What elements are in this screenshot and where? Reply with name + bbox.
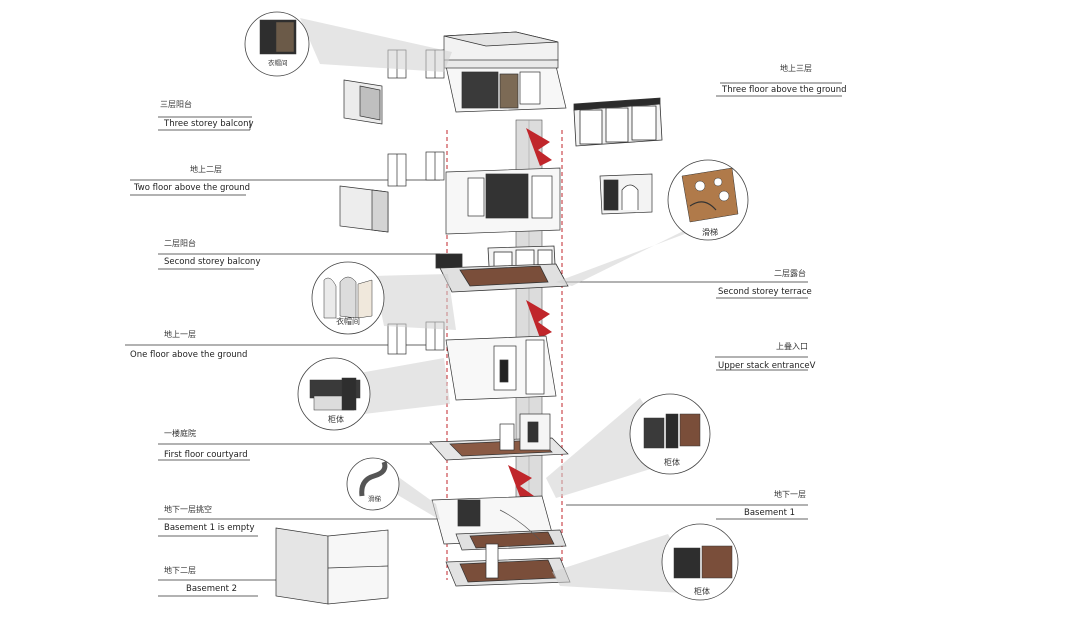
roof [443, 31, 559, 65]
label-basement1-cn: 地下一层 [774, 490, 806, 499]
label-third-floor-en: Three floor above the ground [722, 85, 847, 95]
label-courtyard-cn: 一楼庭院 [164, 429, 196, 438]
label-basement1-empty-cn: 地下一层挑空 [164, 505, 212, 514]
third-floor [343, 49, 567, 125]
label-third-floor-cn: 地上三层 [780, 64, 812, 73]
label-courtyard-en: First floor courtyard [164, 450, 248, 460]
leader-lines [125, 82, 842, 597]
label-terrace-en: Second storey terrace [718, 287, 812, 297]
label-entrance-en: Upper stack entranceV [718, 361, 816, 371]
label-first-floor-cn: 地上一层 [164, 330, 196, 339]
label-terrace-cn: 二层露台 [774, 269, 806, 278]
label-second-balcony-en: Second storey balcony [164, 257, 261, 267]
label-second-balcony-cn: 二层阳台 [164, 239, 196, 248]
label-first-floor-en: One floor above the ground [130, 350, 248, 360]
label-basement1-empty-en: Basement 1 is empty [164, 523, 255, 533]
label-third-balcony-cn: 三层阳台 [160, 100, 192, 109]
callout-slide-label: 滑梯 [702, 228, 718, 237]
callout-cabinet-3-label: 柜体 [694, 587, 710, 596]
callout-cabinet-2-label: 柜体 [664, 458, 680, 467]
callout-top-wardrobe-label: 衣帽间 [268, 59, 288, 67]
third-floor-balcony-glazing [573, 97, 663, 147]
basement-2 [275, 527, 571, 605]
label-basement1-en: Basement 1 [744, 508, 796, 518]
callout-wardrobe-label: 衣帽间 [336, 317, 360, 326]
first-floor [387, 321, 557, 401]
callout-cabinet-1-label: 柜体 [328, 415, 344, 424]
second-floor-balcony [435, 245, 569, 293]
callout-stair-slide-label: 滑梯 [368, 495, 381, 503]
label-entrance-cn: 上叠入口 [776, 342, 808, 351]
second-floor [339, 151, 561, 235]
callout-contents [259, 19, 739, 579]
label-second-floor-en: Two floor above the ground [134, 183, 251, 193]
label-third-balcony-en: Three storey balcony [164, 119, 254, 129]
basement-1 [431, 495, 567, 551]
slide-enclosure [599, 173, 653, 215]
label-basement2-cn: 地下二层 [164, 566, 196, 575]
first-floor-courtyard [429, 413, 569, 461]
label-second-floor-cn: 地上二层 [190, 165, 222, 174]
label-basement2-en: Basement 2 [186, 584, 238, 594]
